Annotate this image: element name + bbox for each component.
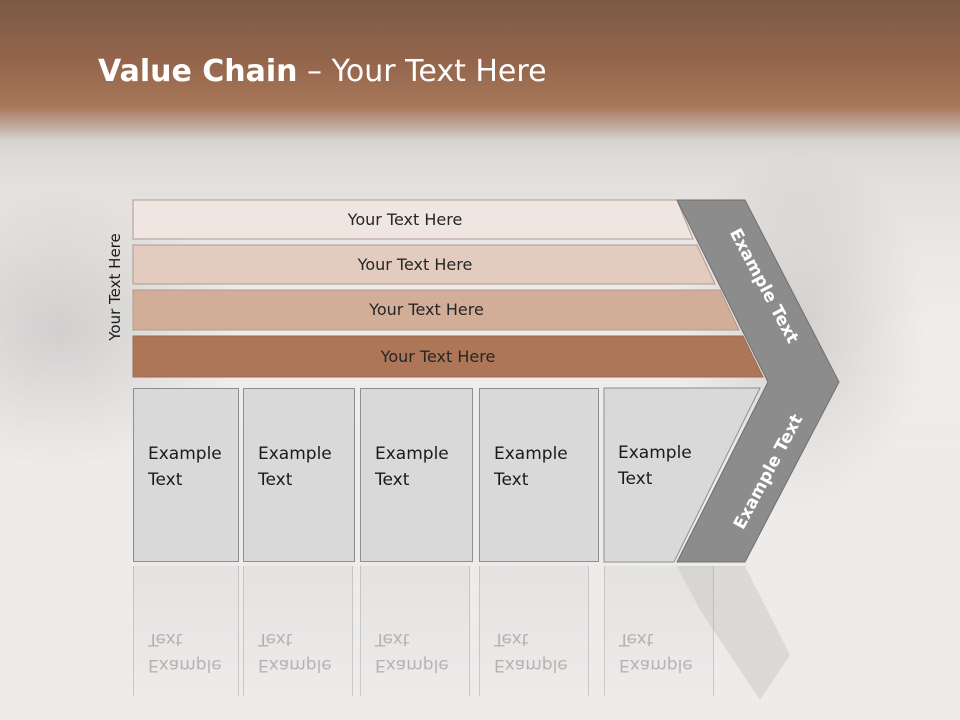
bar-label-3: Your Text Here xyxy=(369,300,484,319)
bar-label-1: Your Text Here xyxy=(347,210,463,229)
title-rest: – Your Text Here xyxy=(297,54,547,89)
bar-label-2: Your Text Here xyxy=(357,255,473,274)
bar-shape-4 xyxy=(132,335,764,378)
slide-title: Value Chain – Your Text Here xyxy=(98,54,547,89)
header-band xyxy=(0,0,960,140)
last-box-shape xyxy=(603,387,761,563)
bar-shape-3 xyxy=(132,289,740,331)
title-bold: Value Chain xyxy=(98,54,298,89)
bar-label-4: Your Text Here xyxy=(380,347,496,366)
chevron-shape xyxy=(676,199,840,563)
bar-shape-2 xyxy=(132,244,716,285)
bar-shape-1 xyxy=(132,199,694,240)
chevron-reflection xyxy=(677,566,790,700)
